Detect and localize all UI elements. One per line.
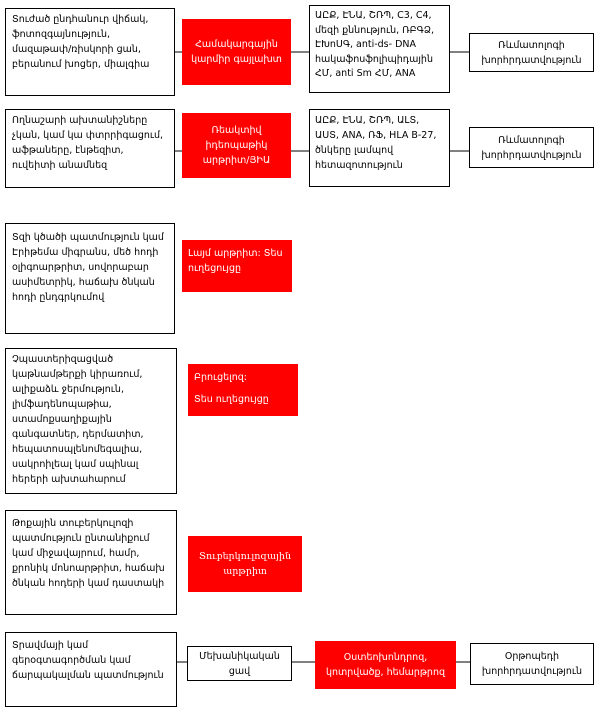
row6-cause-box: Մեխանիկական ցավ xyxy=(187,646,292,681)
row5-symptoms-box: Թոքային տուբերկուլոզի պատմություն ընտանի… xyxy=(5,510,177,615)
row2-symptoms-box: Ողնաշարի ախտանիշները չկան, կամ կա փտրրիգ… xyxy=(5,109,175,188)
row2-tests-box: ԱԸՔ, ԷՆԱ, ՇՌՊ, ԱԼՏ, ԱՍՏ, ANA, ՌՖ, HLA B-… xyxy=(309,109,450,187)
row2-referral-box: Ռևմատոլոգի խորհրդատվություն xyxy=(469,127,594,168)
row6-diagnosis-box: Օստեոխոնդրոզ, կոտրվածք, հեմարթրոզ xyxy=(315,641,456,689)
row3-diagnosis-box: Լայմ արթրիտ: Տես ուղեցույցը xyxy=(182,240,292,292)
row1-diagnosis-box: Համակարգային կարմիր գայլախտ xyxy=(182,19,291,85)
row3-symptoms-box: Տզի կծածի պատմություն կամ Էրիթեմա միգրան… xyxy=(5,223,175,334)
row4-diagnosis-box: Բրուցելոզ: Տես ուղեցույցը xyxy=(188,364,298,416)
row1-symptoms-box: Տուժած ընդհանուր վիճակ, ֆոտոզգայնություն… xyxy=(5,8,175,96)
row6-symptoms-box: Տրավմայի կամ գերօգտագործման կամ ճարպակալ… xyxy=(5,632,177,707)
row4-symptoms-box: Չպաստերիզացված կաթնամթերքի կիրառում, ալի… xyxy=(5,348,177,494)
row6-referral-box: Օրթոպեդի խորհրդատվություն xyxy=(470,643,594,685)
row1-referral-box: Ռևմատոլոգի խորհրդատվություն xyxy=(469,33,594,72)
row4-diagnosis-sub: Տես ուղեցույցը xyxy=(194,394,269,405)
row1-tests-box: ԱԸՔ, ԷՆԱ, ՇՌՊ, C3, C4, մեզի քննություն, … xyxy=(309,5,450,93)
row4-diagnosis-title: Բրուցելոզ: xyxy=(194,372,247,383)
row5-diagnosis-box: Տուբերկուլոզային արթրիտ xyxy=(188,536,302,592)
row2-diagnosis-box: Ռեակտիվ իդեոպաթիկ արթրիտ/ՅԻԱ xyxy=(182,113,291,178)
